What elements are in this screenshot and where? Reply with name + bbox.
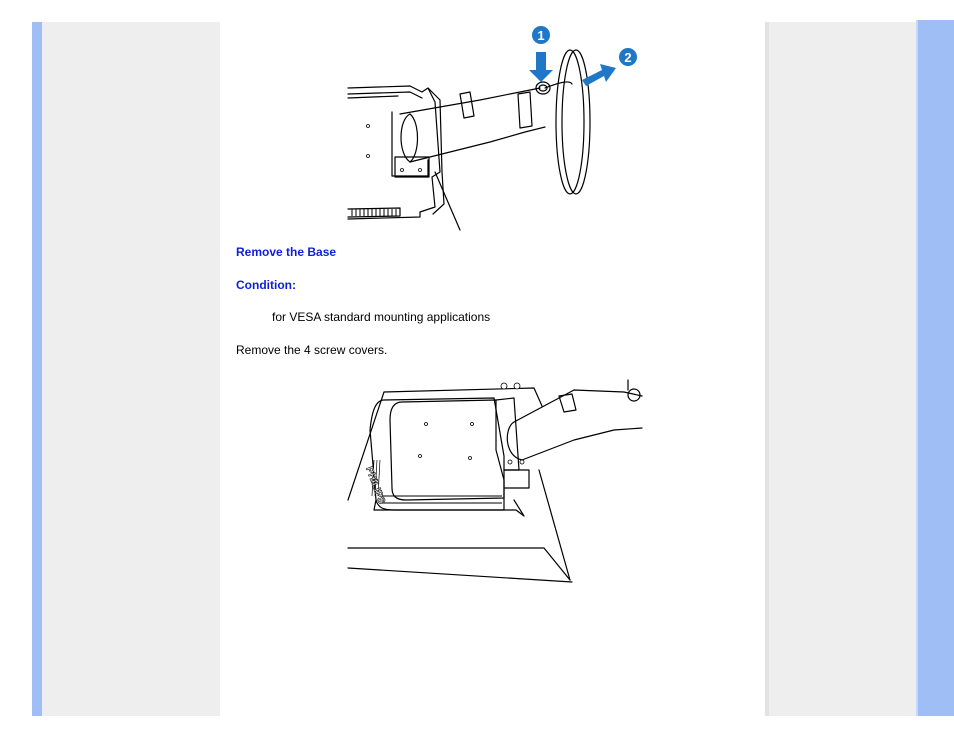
svg-text:1: 1 — [537, 28, 544, 43]
brand-mark: PHILIPS — [363, 465, 387, 506]
right-stripe-edge — [916, 20, 918, 716]
condition-text: for VESA standard mounting applications — [272, 310, 491, 324]
instruction-text: Remove the 4 screw covers. — [236, 343, 388, 357]
remove-base-illustration: 1 2 — [347, 26, 637, 231]
condition-heading: Condition: — [236, 278, 296, 292]
left-accent-stripe — [32, 22, 42, 716]
remove-base-heading: Remove the Base — [236, 245, 337, 259]
step-badge-2: 2 — [619, 48, 637, 66]
document-page — [220, 22, 765, 716]
step-badge-1: 1 — [532, 26, 550, 44]
left-margin-panel — [42, 22, 220, 716]
right-margin-panel — [769, 22, 916, 716]
right-panel-shadow — [765, 22, 769, 716]
screw-covers-illustration: PHILIPS — [347, 379, 643, 583]
right-accent-stripe — [916, 20, 954, 716]
svg-text:2: 2 — [624, 50, 631, 65]
